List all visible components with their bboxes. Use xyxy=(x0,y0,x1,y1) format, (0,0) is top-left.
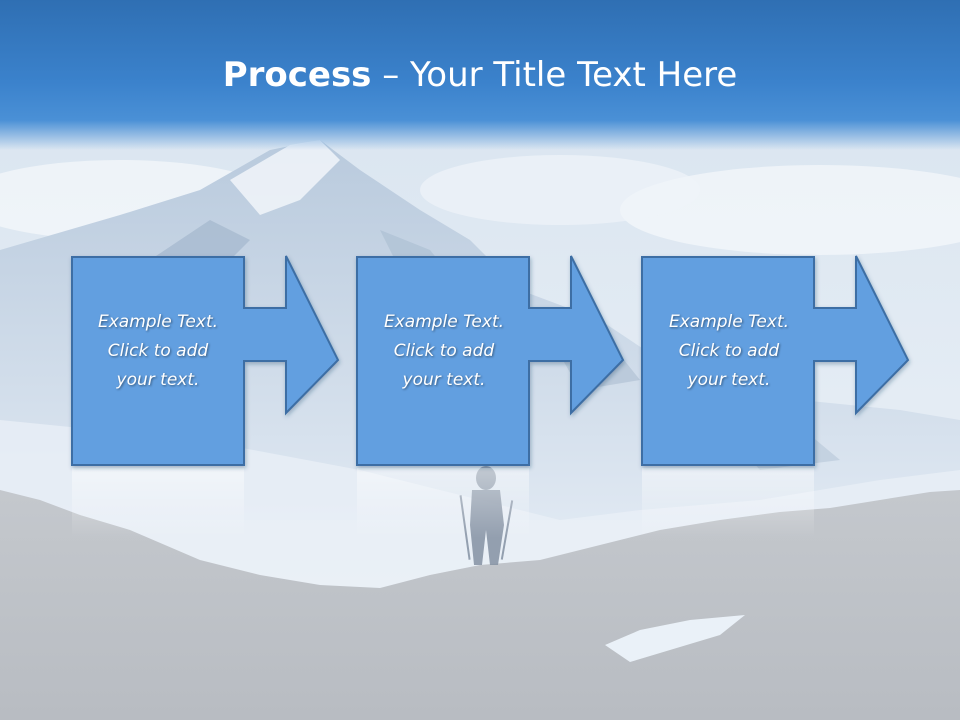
title-bold: Process xyxy=(222,55,372,95)
process-step-3-text[interactable]: Example Text. Click to add your text. xyxy=(643,308,815,395)
step-3-line-1: Example Text. xyxy=(668,312,790,332)
step-3-line-2: Click to add xyxy=(678,341,780,361)
step-2-line-2: Click to add xyxy=(393,341,495,361)
process-step-1-text[interactable]: Example Text. Click to add your text. xyxy=(72,308,244,395)
step-3-line-3: your text. xyxy=(687,370,771,390)
step-2-line-3: your text. xyxy=(402,370,486,390)
step-1-line-2: Click to add xyxy=(107,341,209,361)
step-1-line-3: your text. xyxy=(116,370,200,390)
slide-title[interactable]: Process – Your Title Text Here xyxy=(0,50,960,100)
title-band xyxy=(0,0,960,150)
process-step-3-shape[interactable] xyxy=(641,255,910,538)
step-1-line-1: Example Text. xyxy=(97,312,219,332)
title-rest: – Your Title Text Here xyxy=(371,55,738,95)
process-step-2-text[interactable]: Example Text. Click to add your text. xyxy=(358,308,530,395)
step-2-line-1: Example Text. xyxy=(383,312,505,332)
process-step-1-shape[interactable] xyxy=(71,255,340,538)
process-step-2-shape[interactable] xyxy=(356,255,625,538)
